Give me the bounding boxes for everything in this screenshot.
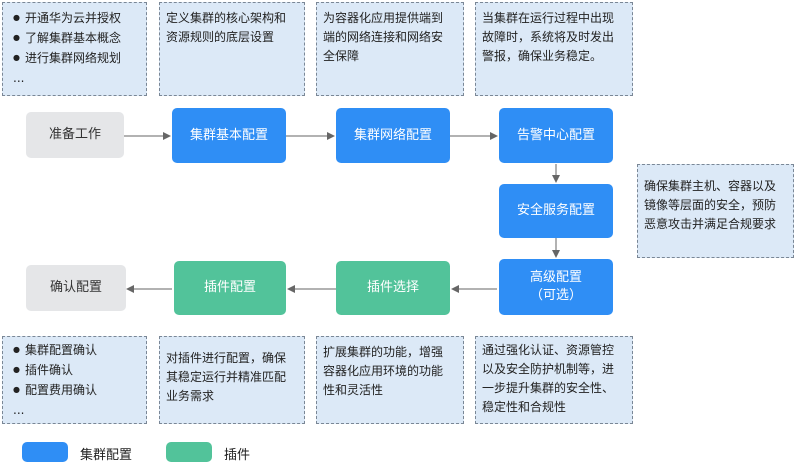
step-cluster-basic-config: 集群基本配置 bbox=[172, 108, 286, 163]
step-addon-config: 插件配置 bbox=[174, 261, 286, 315]
note-advanced-line: 通过强化认证、资源管控 bbox=[482, 343, 615, 357]
note-security-line: 确保集群主机、容器以及 bbox=[644, 179, 777, 193]
step-confirm-config: 确认配置 bbox=[26, 265, 126, 311]
note-security: 确保集群主机、容器以及 镜像等层面的安全，预防 恶意攻击并满足合规要求 bbox=[637, 164, 794, 258]
note-alarm-line: 故障时，系统将及时发出 bbox=[482, 30, 615, 44]
step-security-service-config: 安全服务配置 bbox=[499, 184, 613, 238]
step-alarm-center-config: 告警中心配置 bbox=[499, 108, 613, 163]
note-addon-config-line: 对插件进行配置，确保 bbox=[166, 351, 287, 365]
step-advanced-config: 高级配置 （可选） bbox=[499, 259, 613, 315]
note-addon-config-line: 其稳定运行并精准匹配 bbox=[166, 370, 287, 384]
note-confirm-item: 配置费用确认 bbox=[13, 381, 140, 401]
step-advanced-config-label: 高级配置 bbox=[529, 270, 582, 285]
step-prepare-label: 准备工作 bbox=[48, 127, 101, 142]
note-security-line: 镜像等层面的安全，预防 bbox=[644, 198, 777, 212]
note-advanced-line: 稳定性和合规性 bbox=[482, 400, 567, 414]
note-prepare-item: 了解集群基本概念 bbox=[13, 29, 140, 49]
note-confirm-item: 集群配置确认 bbox=[13, 341, 140, 361]
note-security-line: 恶意攻击并满足合规要求 bbox=[644, 217, 777, 231]
step-cluster-network-config: 集群网络配置 bbox=[336, 108, 450, 163]
note-alarm-line: 当集群在运行过程中出现 bbox=[482, 11, 615, 25]
note-addon-select-line: 容器化应用环境的功能 bbox=[323, 364, 444, 378]
step-alarm-center-config-label: 告警中心配置 bbox=[516, 127, 595, 143]
legend-cluster-swatch bbox=[22, 442, 68, 462]
note-addon-select-line: 扩展集群的功能，增强 bbox=[323, 345, 444, 359]
legend-addon-swatch bbox=[166, 442, 212, 462]
note-prepare-item: 开通华为云并授权 bbox=[13, 9, 140, 29]
note-prepare-item: 进行集群网络规划 bbox=[13, 49, 140, 69]
note-confirm: 集群配置确认 插件确认 配置费用确认 ... bbox=[2, 336, 147, 424]
note-basic: 定义集群的核心架构和 资源规则的底层设置 bbox=[159, 2, 305, 96]
step-addon-select-label: 插件选择 bbox=[366, 280, 419, 295]
step-prepare: 准备工作 bbox=[26, 112, 124, 158]
note-alarm-line: 警报，确保业务稳定。 bbox=[482, 49, 603, 63]
note-addon-select: 扩展集群的功能，增强 容器化应用环境的功能 性和灵活性 bbox=[316, 336, 464, 424]
step-security-service-config-label: 安全服务配置 bbox=[516, 203, 595, 218]
note-confirm-item: 插件确认 bbox=[13, 361, 140, 381]
note-alarm: 当集群在运行过程中出现 故障时，系统将及时发出 警报，确保业务稳定。 bbox=[475, 2, 633, 96]
note-confirm-ellipsis: ... bbox=[13, 403, 25, 417]
note-addon-config-line: 业务需求 bbox=[166, 389, 215, 403]
note-network-line: 端的网络连接和网络安 bbox=[323, 30, 444, 44]
note-advanced: 通过强化认证、资源管控 以及安全防护机制等，进 一步提升集群的安全性、 稳定性和… bbox=[475, 336, 633, 424]
note-network-line: 全保障 bbox=[323, 49, 360, 63]
legend-addon-label: 插件 bbox=[224, 448, 251, 463]
note-advanced-line: 以及安全防护机制等，进 bbox=[482, 362, 615, 376]
note-prepare: 开通华为云并授权 了解集群基本概念 进行集群网络规划 ... bbox=[2, 2, 147, 96]
note-prepare-ellipsis: ... bbox=[13, 71, 25, 85]
step-advanced-config-optional: （可选） bbox=[529, 288, 582, 303]
note-basic-line: 定义集群的核心架构和 bbox=[166, 11, 287, 25]
step-confirm-config-label: 确认配置 bbox=[49, 280, 102, 295]
step-cluster-network-config-label: 集群网络配置 bbox=[353, 127, 432, 143]
note-basic-line: 资源规则的底层设置 bbox=[166, 30, 275, 44]
legend-cluster-label: 集群配置 bbox=[80, 448, 133, 463]
note-network: 为容器化应用提供端到 端的网络连接和网络安 全保障 bbox=[316, 2, 464, 96]
note-advanced-line: 一步提升集群的安全性、 bbox=[482, 381, 615, 395]
step-addon-config-label: 插件配置 bbox=[203, 280, 256, 295]
note-addon-config: 对插件进行配置，确保 其稳定运行并精准匹配 业务需求 bbox=[159, 336, 305, 424]
note-addon-select-line: 性和灵活性 bbox=[323, 383, 384, 397]
note-network-line: 为容器化应用提供端到 bbox=[323, 11, 444, 25]
step-addon-select: 插件选择 bbox=[336, 261, 450, 315]
step-cluster-basic-config-label: 集群基本配置 bbox=[189, 127, 268, 143]
